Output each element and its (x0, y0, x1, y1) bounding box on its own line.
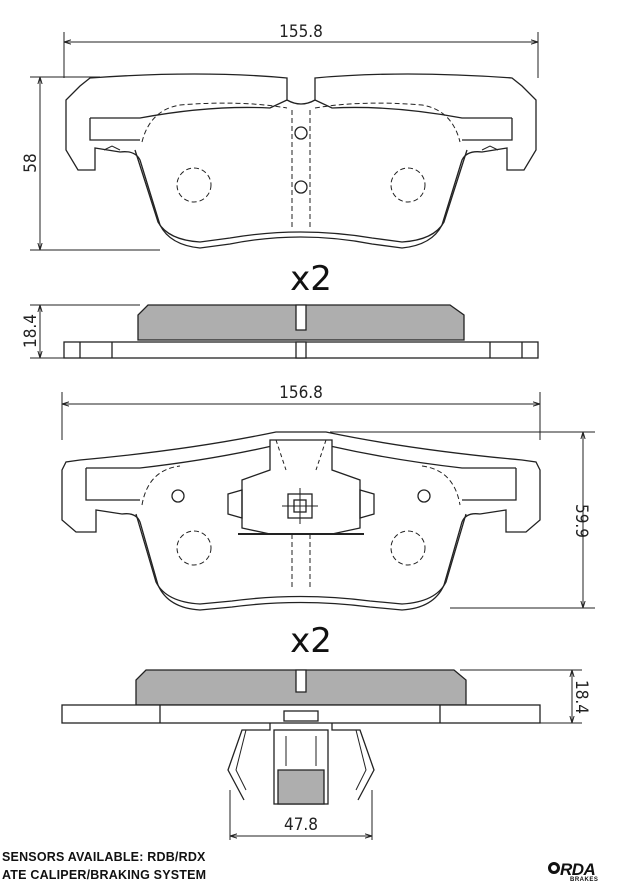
rda-brakes-logo: RDA BRAKES (548, 860, 614, 886)
logo-brand: RDA (560, 860, 596, 879)
pad2-height-label: 59.9 (571, 504, 591, 538)
caliper-note: ATE CALIPER/BRAKING SYSTEM (2, 868, 207, 882)
pad2-side-view (61, 669, 582, 840)
pad1-front-view (30, 32, 539, 251)
pad2-clip-width-label: 47.8 (284, 815, 318, 835)
pad1-side-view (30, 304, 539, 359)
pad2-thickness-label: 18.4 (571, 680, 591, 714)
pad2-width-label: 156.8 (279, 383, 323, 403)
sensors-note: SENSORS AVAILABLE: RDB/RDX (2, 850, 206, 864)
logo-subtitle: BRAKES (570, 877, 599, 883)
pad1-thickness-label: 18.4 (21, 314, 41, 348)
pad1-height-label: 58 (21, 153, 41, 172)
pad1-quantity-label: x2 (290, 259, 332, 299)
logo-ring-icon (548, 862, 560, 874)
pad1-width-label: 155.8 (279, 22, 323, 42)
pad2-front-view (61, 392, 595, 611)
pad2-quantity-label: x2 (290, 621, 332, 661)
